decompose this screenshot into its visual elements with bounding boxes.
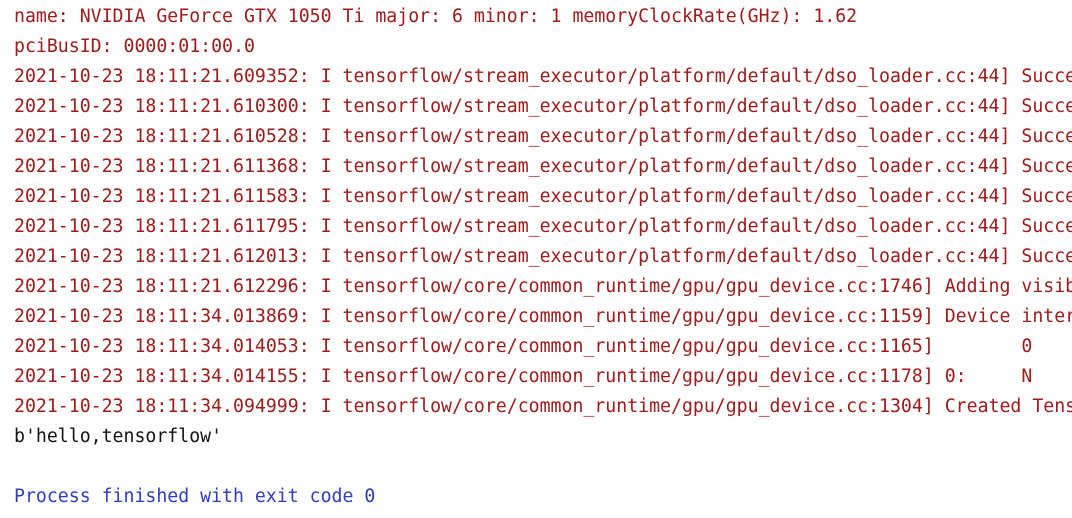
console-line: name: NVIDIA GeForce GTX 1050 Ti major: … (14, 6, 858, 27)
console-line: 2021-10-23 18:11:34.094999: I tensorflow… (14, 396, 1072, 417)
console-line: 2021-10-23 18:11:34.013869: I tensorflow… (14, 306, 1072, 327)
console-line: b'hello,tensorflow' (14, 426, 223, 447)
console-line: 2021-10-23 18:11:21.612296: I tensorflow… (14, 276, 1072, 297)
console-line: 2021-10-23 18:11:21.609352: I tensorflow… (14, 66, 1072, 87)
console-line: 2021-10-23 18:11:21.611795: I tensorflow… (14, 216, 1072, 237)
console-line: 2021-10-23 18:11:34.014053: I tensorflow… (14, 336, 1033, 357)
console-line: 2021-10-23 18:11:34.014155: I tensorflow… (14, 366, 1033, 387)
console-line: 2021-10-23 18:11:21.612013: I tensorflow… (14, 246, 1072, 267)
console-line (0, 452, 1072, 482)
console-line: 2021-10-23 18:11:21.610300: I tensorflow… (14, 96, 1072, 117)
console-line: 2021-10-23 18:11:21.611368: I tensorflow… (14, 156, 1072, 177)
console-line: Process finished with exit code 0 (14, 486, 376, 507)
console-line: 2021-10-23 18:11:21.611583: I tensorflow… (14, 186, 1072, 207)
console-line: pciBusID: 0000:01:00.0 (14, 36, 255, 57)
console-line: 2021-10-23 18:11:21.610528: I tensorflow… (14, 126, 1072, 147)
